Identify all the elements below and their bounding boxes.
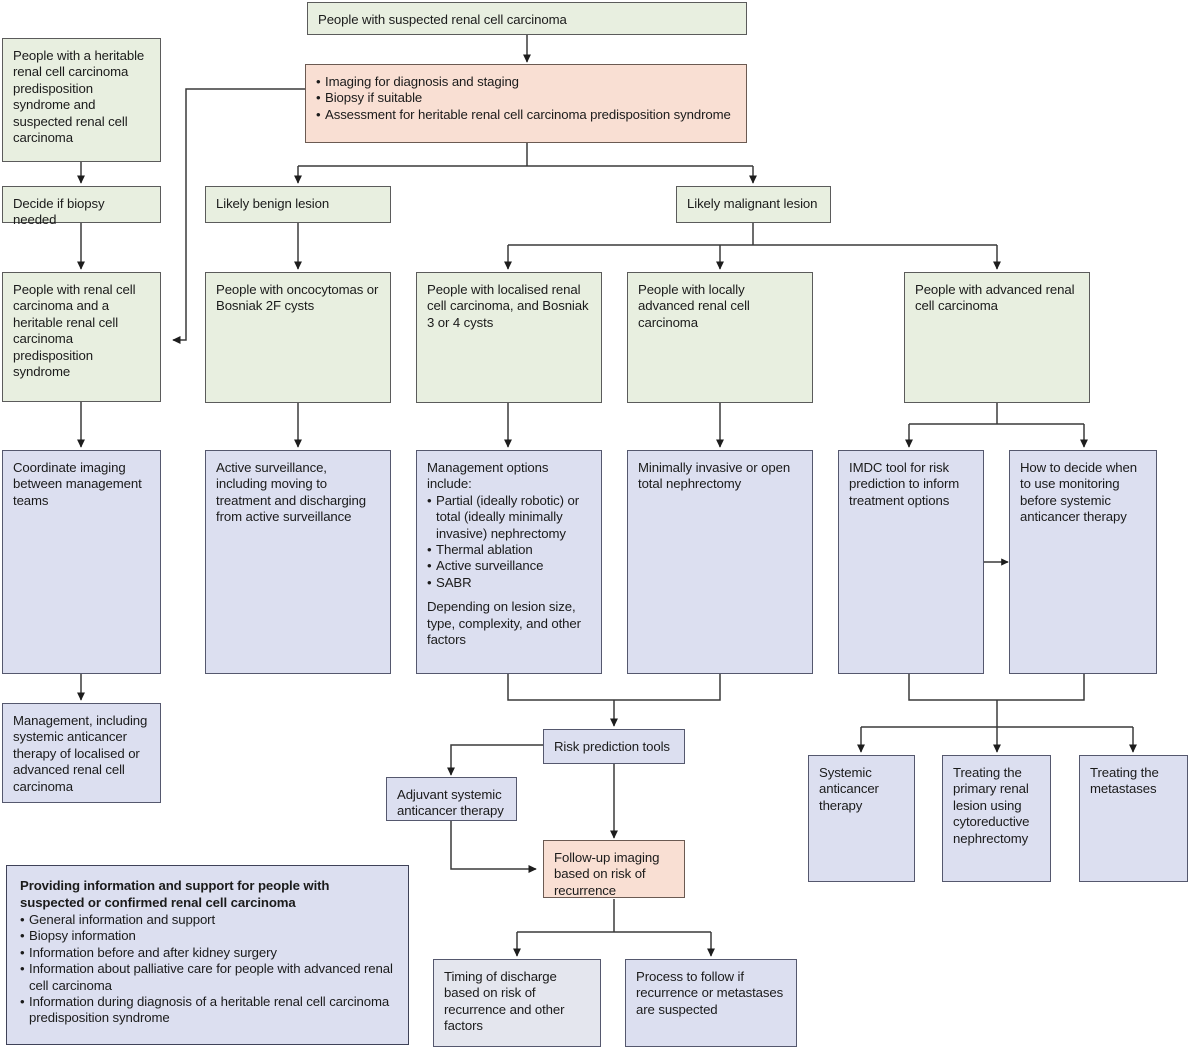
node-timing-discharge[interactable]: Timing of discharge based on risk of rec… — [433, 959, 601, 1047]
node-systemic-anticancer-therapy-label: Systemic anticancer therapy — [819, 765, 879, 813]
node-locally-advanced[interactable]: People with locally advanced renal cell … — [627, 272, 813, 403]
management-option-2: Thermal ablation — [427, 542, 592, 559]
node-imdc-tool-label: IMDC tool for risk prediction to inform … — [849, 460, 960, 508]
info-support-box[interactable]: Providing information and support for pe… — [6, 865, 409, 1045]
node-risk-prediction-tools-label: Risk prediction tools — [554, 739, 670, 754]
node-advanced-rcc[interactable]: People with advanced renal cell carcinom… — [904, 272, 1090, 403]
node-process-recurrence-label: Process to follow if recurrence or metas… — [636, 969, 784, 1017]
info-support-bullet-4: Information about palliative care for pe… — [20, 961, 396, 994]
node-rcc-and-heritable-label: People with renal cell carcinoma and a h… — [13, 282, 136, 380]
node-likely-malignant[interactable]: Likely malignant lesion — [676, 186, 831, 223]
node-total-nephrectomy[interactable]: Minimally invasive or open total nephrec… — [627, 450, 813, 674]
link-imdc-monitoring-merge — [908, 671, 1085, 701]
node-oncocytomas[interactable]: People with oncocytomas or Bosniak 2F cy… — [205, 272, 391, 403]
info-support-bullet-2: Biopsy information — [20, 928, 396, 945]
node-suspected-rcc-label: People with suspected renal cell carcino… — [318, 12, 567, 27]
node-management-options[interactable]: Management options include: Partial (ide… — [416, 450, 602, 674]
node-active-surveillance-label: Active surveillance, including moving to… — [216, 460, 366, 525]
node-coordinate-imaging[interactable]: Coordinate imaging between management te… — [2, 450, 161, 674]
node-monitoring-before-sact-label: How to decide when to use monitoring bef… — [1020, 460, 1137, 525]
management-options-intro: Management options include: — [427, 460, 549, 492]
node-localised-rcc-label: People with localised renal cell carcino… — [427, 282, 589, 330]
imaging-bullet-3: Assessment for heritable renal cell carc… — [316, 107, 737, 124]
node-likely-benign-label: Likely benign lesion — [216, 196, 330, 211]
info-support-bullet-1: General information and support — [20, 912, 396, 929]
node-active-surveillance[interactable]: Active surveillance, including moving to… — [205, 450, 391, 674]
node-heritable-suspected-label: People with a heritable renal cell carci… — [13, 48, 145, 146]
node-imdc-tool[interactable]: IMDC tool for risk prediction to inform … — [838, 450, 984, 674]
node-total-nephrectomy-label: Minimally invasive or open total nephrec… — [638, 460, 791, 492]
node-cytoreductive-nephrectomy-label: Treating the primary renal lesion using … — [953, 765, 1030, 846]
node-management-systemic[interactable]: Management, including systemic anticance… — [2, 703, 161, 803]
node-adjuvant-sact-label: Adjuvant systemic anticancer therapy — [397, 787, 504, 819]
node-treating-metastases[interactable]: Treating the metastases — [1079, 755, 1188, 882]
management-option-3: Active surveillance — [427, 558, 592, 575]
link-adjuvant-to-followup — [450, 821, 537, 873]
link-riskpred-to-adjuvant — [447, 744, 543, 776]
management-option-1: Partial (ideally robotic) or total (idea… — [427, 493, 592, 542]
node-adjuvant-sact[interactable]: Adjuvant systemic anticancer therapy — [386, 777, 517, 821]
info-support-bullet-5: Information during diagnosis of a herita… — [20, 994, 396, 1027]
info-support-title: Providing information and support for pe… — [20, 878, 330, 910]
node-rcc-and-heritable[interactable]: People with renal cell carcinoma and a h… — [2, 272, 161, 402]
node-management-systemic-label: Management, including systemic anticance… — [13, 713, 148, 794]
node-localised-rcc[interactable]: People with localised renal cell carcino… — [416, 272, 602, 403]
management-options-tail: Depending on lesion size, type, complexi… — [427, 599, 581, 648]
node-cytoreductive-nephrectomy[interactable]: Treating the primary renal lesion using … — [942, 755, 1051, 882]
imaging-bullet-1: Imaging for diagnosis and staging — [316, 74, 737, 91]
node-risk-prediction-tools[interactable]: Risk prediction tools — [543, 729, 685, 764]
node-monitoring-before-sact[interactable]: How to decide when to use monitoring bef… — [1009, 450, 1157, 674]
node-locally-advanced-label: People with locally advanced renal cell … — [638, 282, 750, 330]
imaging-bullet-2: Biopsy if suitable — [316, 90, 737, 107]
node-decide-biopsy[interactable]: Decide if biopsy needed — [2, 186, 161, 227]
node-treating-metastases-label: Treating the metastases — [1090, 765, 1159, 797]
imaging-bullet-list: Imaging for diagnosis and staging Biopsy… — [316, 74, 737, 124]
link-merge-to-riskpred — [507, 671, 721, 701]
node-followup-imaging-label: Follow-up imaging based on risk of recur… — [554, 850, 660, 898]
management-options-bullet-list: Partial (ideally robotic) or total (idea… — [427, 493, 592, 592]
node-suspected-rcc[interactable]: People with suspected renal cell carcino… — [307, 2, 747, 35]
info-support-bullet-3: Information before and after kidney surg… — [20, 945, 396, 962]
node-advanced-rcc-label: People with advanced renal cell carcinom… — [915, 282, 1075, 314]
management-option-4: SABR — [427, 575, 592, 592]
node-likely-benign[interactable]: Likely benign lesion — [205, 186, 391, 223]
node-oncocytomas-label: People with oncocytomas or Bosniak 2F cy… — [216, 282, 379, 314]
node-followup-imaging[interactable]: Follow-up imaging based on risk of recur… — [543, 840, 685, 898]
node-systemic-anticancer-therapy[interactable]: Systemic anticancer therapy — [808, 755, 915, 882]
node-timing-discharge-label: Timing of discharge based on risk of rec… — [444, 969, 565, 1034]
node-decide-biopsy-label: Decide if biopsy needed — [13, 196, 105, 228]
node-imaging-assessment[interactable]: Imaging for diagnosis and staging Biopsy… — [305, 64, 747, 143]
node-process-recurrence[interactable]: Process to follow if recurrence or metas… — [625, 959, 797, 1047]
node-heritable-suspected[interactable]: People with a heritable renal cell carci… — [2, 38, 161, 162]
node-coordinate-imaging-label: Coordinate imaging between management te… — [13, 460, 142, 508]
info-support-bullet-list: General information and support Biopsy i… — [20, 912, 396, 1027]
node-likely-malignant-label: Likely malignant lesion — [687, 196, 818, 211]
